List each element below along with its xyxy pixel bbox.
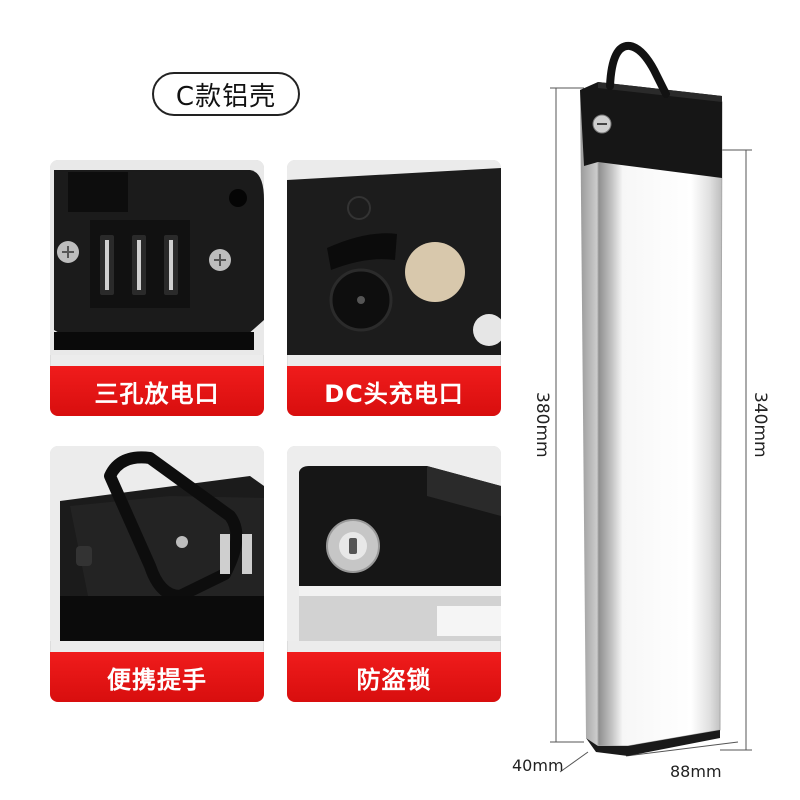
anti-theft-lock-caption: 防盗锁 [287,652,501,702]
carry-handle-photo [50,446,264,641]
battery-dimension-drawing [550,42,752,773]
charging-port-photo [287,160,501,355]
width-label: 88mm [670,762,722,781]
charging-port-caption: DC头充电口 [287,366,501,416]
discharge-port-photo [50,160,264,355]
product-title-pill: C款铝壳 [152,72,300,116]
feature-card-discharge-port: 三孔放电口 [50,160,264,416]
product-title: C款铝壳 [175,81,277,112]
discharge-port-caption: 三孔放电口 [50,366,264,416]
body-height-label: 340mm [750,392,770,458]
total-height-label: 380mm [532,392,552,458]
anti-theft-lock-photo [287,446,501,641]
carry-handle-caption: 便携提手 [50,652,264,702]
depth-label: 40mm [512,756,564,775]
feature-card-carry-handle: 便携提手 [50,446,264,702]
feature-card-charging-port: DC头充电口 [287,160,501,416]
feature-card-anti-theft-lock: 防盗锁 [287,446,501,702]
